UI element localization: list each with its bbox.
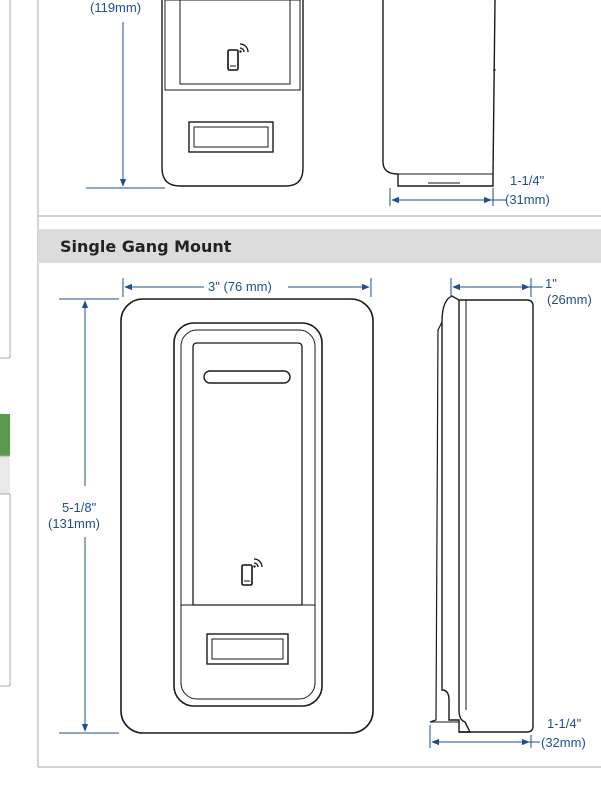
side-top-depth-imperial: 1" (545, 276, 557, 291)
left-panel-fragment (0, 0, 11, 687)
top-height-metric: (119mm) (90, 0, 141, 15)
height-imperial: 5-1/8" (62, 500, 97, 515)
side-bottom-depth-dimension: 1-1/4" (32mm) (429, 716, 586, 750)
single-gang-front-view (120, 298, 374, 734)
side-top-depth-dimension: 1" (26mm) (450, 276, 592, 307)
height-dimension: 5-1/8" (131mm) (48, 298, 119, 734)
section-header-band (38, 229, 601, 263)
section-title: Single Gang Mount (60, 237, 232, 256)
side-top-depth-metric: (26mm) (547, 292, 592, 307)
side-bottom-depth-metric: (32mm) (541, 735, 586, 750)
top-height-dimension: (119mm) (86, 0, 165, 189)
top-front-view (161, 0, 304, 187)
single-gang-side-view (429, 295, 534, 733)
width-dimension: 3" (76 mm) (122, 278, 372, 297)
phone-wireless-icon (227, 43, 249, 71)
top-depth-imperial: 1-1/4" (510, 173, 545, 188)
height-metric: (131mm) (48, 516, 100, 531)
top-side-view: 1-1/4" (31mm) (382, 0, 550, 207)
side-bottom-depth-imperial: 1-1/4" (547, 716, 582, 731)
panel-frame: Single Gang Mount (37, 0, 601, 768)
width-label: 3" (76 mm) (208, 279, 272, 294)
left-tab-accent (0, 414, 10, 456)
top-depth-metric: (31mm) (505, 192, 550, 207)
